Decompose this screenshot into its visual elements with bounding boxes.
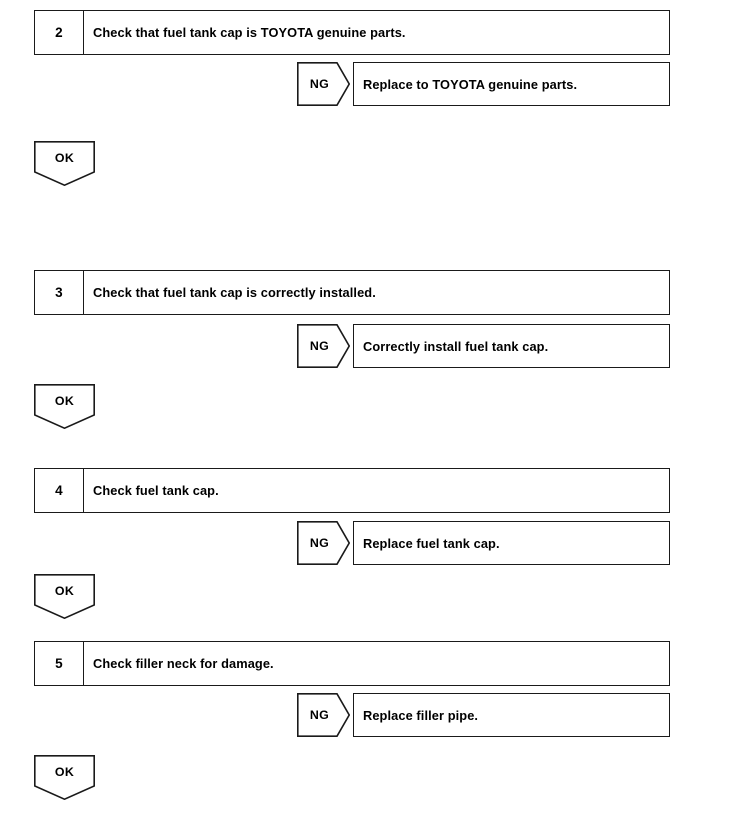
ng-branch: NG Correctly install fuel tank cap. [297, 324, 670, 368]
ng-action-box: Replace fuel tank cap. [353, 521, 670, 565]
ng-tag: NG [297, 521, 350, 565]
ng-action-box: Replace filler pipe. [353, 693, 670, 737]
ng-label: NG [309, 77, 330, 91]
ng-action-box: Correctly install fuel tank cap. [353, 324, 670, 368]
ng-action-text: Replace to TOYOTA genuine parts. [363, 76, 578, 92]
ng-action-text: Replace filler pipe. [363, 707, 479, 723]
ng-action-text: Correctly install fuel tank cap. [363, 338, 549, 354]
step-description: Check filler neck for damage. [93, 656, 274, 671]
step-row: 4 Check fuel tank cap. [34, 468, 670, 513]
ng-arrow-icon [297, 693, 350, 737]
ng-arrow-icon [297, 62, 350, 106]
ok-label: OK [54, 150, 75, 165]
ng-label: NG [309, 536, 330, 550]
step-number: 3 [35, 271, 84, 314]
step-number: 4 [35, 469, 84, 512]
ng-tag: NG [297, 693, 350, 737]
ng-tag: NG [297, 324, 350, 368]
ng-branch: NG Replace fuel tank cap. [297, 521, 670, 565]
ng-label: NG [309, 708, 330, 722]
ok-pentagon-icon [34, 141, 95, 186]
ok-tag: OK [34, 755, 95, 800]
ok-pentagon-icon [34, 574, 95, 619]
step-description: Check fuel tank cap. [93, 483, 219, 498]
step-number: 2 [35, 11, 84, 54]
ng-branch: NG Replace filler pipe. [297, 693, 670, 737]
ng-label: NG [309, 339, 330, 353]
step-number: 5 [35, 642, 84, 685]
ok-pentagon-icon [34, 384, 95, 429]
ok-tag: OK [34, 141, 95, 186]
step-row: 3 Check that fuel tank cap is correctly … [34, 270, 670, 315]
ng-tag: NG [297, 62, 350, 106]
step-description: Check that fuel tank cap is correctly in… [93, 285, 376, 300]
ok-tag: OK [34, 574, 95, 619]
ok-tag: OK [34, 384, 95, 429]
step-row: 5 Check filler neck for damage. [34, 641, 670, 686]
ok-label: OK [54, 764, 75, 779]
ng-arrow-icon [297, 324, 350, 368]
step-description: Check that fuel tank cap is TOYOTA genui… [93, 25, 406, 40]
step-row: 2 Check that fuel tank cap is TOYOTA gen… [34, 10, 670, 55]
ok-label: OK [54, 393, 75, 408]
ng-action-box: Replace to TOYOTA genuine parts. [353, 62, 670, 106]
ok-pentagon-icon [34, 755, 95, 800]
ng-branch: NG Replace to TOYOTA genuine parts. [297, 62, 670, 106]
ng-action-text: Replace fuel tank cap. [363, 535, 500, 551]
ok-label: OK [54, 583, 75, 598]
ng-arrow-icon [297, 521, 350, 565]
